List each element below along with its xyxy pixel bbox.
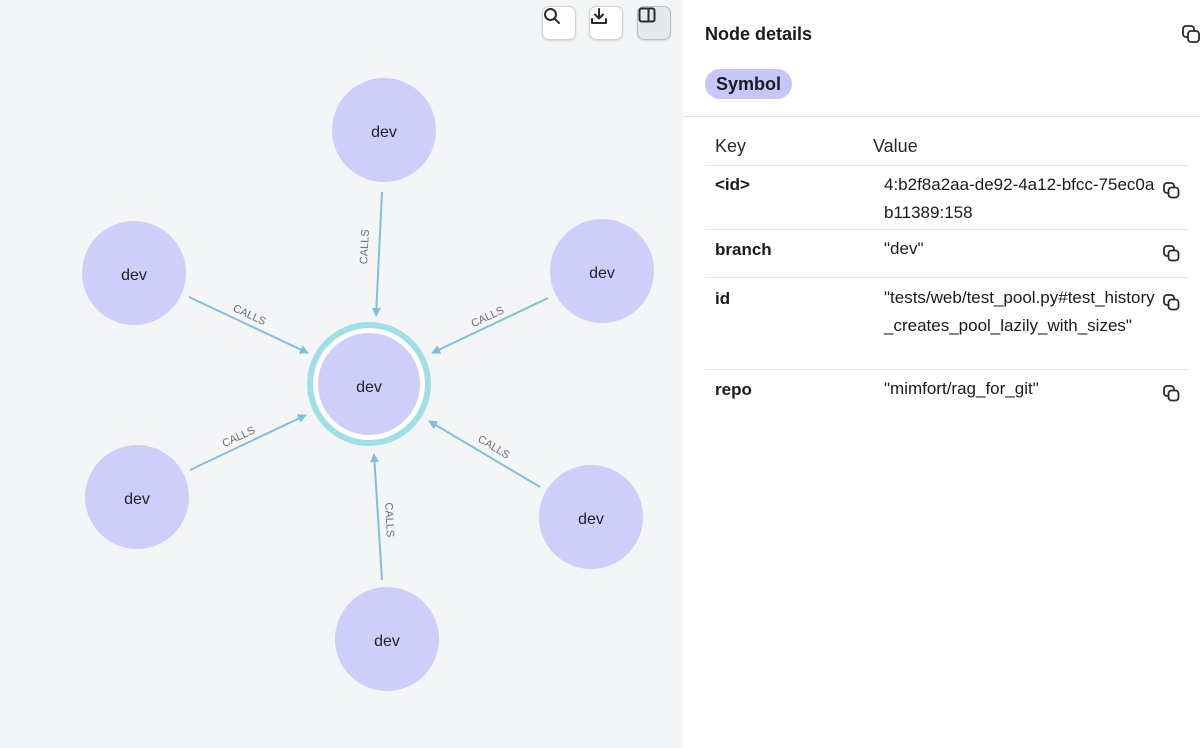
graph-svg[interactable]: CALLS CALLS CALLS CALLS CALLS CALLS dev bbox=[0, 0, 683, 748]
edge[interactable]: CALLS bbox=[188, 296, 309, 354]
copy-icon[interactable] bbox=[1162, 293, 1182, 313]
selected-node-circle[interactable] bbox=[318, 333, 420, 435]
property-key: <id> bbox=[715, 175, 750, 194]
property-key: id bbox=[715, 289, 731, 308]
property-value: "dev" bbox=[884, 239, 924, 258]
property-value: "mimfort/rag_for_git" bbox=[884, 379, 1039, 398]
edge[interactable]: CALLS bbox=[370, 453, 396, 581]
selected-node[interactable]: dev bbox=[307, 322, 431, 446]
property-key: repo bbox=[715, 380, 752, 399]
graph-node[interactable]: dev bbox=[85, 445, 189, 549]
edge[interactable]: CALLS bbox=[428, 420, 541, 488]
graph-node-label: dev bbox=[371, 124, 397, 141]
property-value: 4:b2f8a2aa-de92-4a12-bfcc-75ec0ab11389:1… bbox=[884, 175, 1155, 222]
row-divider bbox=[705, 165, 1189, 166]
copy-icon bbox=[1182, 25, 1200, 43]
edge-label: CALLS bbox=[358, 229, 372, 264]
edge[interactable]: CALLS bbox=[358, 191, 383, 317]
copy-icon[interactable] bbox=[1162, 181, 1182, 201]
search-button[interactable] bbox=[542, 6, 576, 40]
row-divider bbox=[705, 369, 1189, 370]
edge[interactable]: CALLS bbox=[189, 414, 307, 471]
panel-divider bbox=[683, 116, 1200, 117]
graph-node-label: dev bbox=[578, 511, 604, 528]
graph-node[interactable]: dev bbox=[332, 78, 436, 182]
key-column-header: Key bbox=[715, 136, 747, 156]
property-value: "tests/web/test_pool.py#test_history_cre… bbox=[884, 288, 1155, 335]
graph-node-circle[interactable] bbox=[550, 219, 654, 323]
edge-label: CALLS bbox=[476, 433, 512, 461]
edge-line[interactable] bbox=[370, 453, 383, 581]
graph-node-circle[interactable] bbox=[539, 465, 643, 569]
download-icon bbox=[591, 8, 607, 24]
edge-line[interactable] bbox=[431, 297, 549, 354]
property-key: branch bbox=[715, 240, 772, 259]
search-icon bbox=[544, 8, 560, 24]
edge-line[interactable] bbox=[371, 191, 383, 317]
graph-node-circle[interactable] bbox=[85, 445, 189, 549]
node-details-panel: Node details Symbol Key Value <id> 4:b2f… bbox=[683, 0, 1200, 748]
selected-node-label: dev bbox=[356, 379, 382, 396]
copy-icon[interactable] bbox=[1162, 244, 1182, 264]
toggle-panel-button[interactable] bbox=[637, 6, 671, 40]
graph-node-circle[interactable] bbox=[332, 78, 436, 182]
edge-line[interactable] bbox=[189, 414, 307, 471]
node-label-chip[interactable]: Symbol bbox=[705, 69, 793, 99]
graph-node-label: dev bbox=[589, 265, 615, 282]
panel-toggle-icon bbox=[638, 7, 656, 23]
graph-node[interactable]: dev bbox=[335, 587, 439, 691]
graph-node-label: dev bbox=[124, 491, 150, 508]
graph-node[interactable]: dev bbox=[550, 219, 654, 323]
graph-node-circle[interactable] bbox=[335, 587, 439, 691]
row-divider bbox=[705, 229, 1189, 230]
copy-icon[interactable] bbox=[1162, 384, 1182, 404]
graph-node-label: dev bbox=[374, 633, 400, 650]
row-divider bbox=[705, 277, 1189, 278]
edge-line[interactable] bbox=[428, 420, 541, 488]
copy-all-button[interactable] bbox=[1181, 24, 1200, 49]
graph-node[interactable]: dev bbox=[82, 221, 186, 325]
edge-label: CALLS bbox=[382, 502, 396, 537]
graph-node[interactable]: dev bbox=[539, 465, 643, 569]
value-column-header: Value bbox=[873, 136, 918, 156]
edge[interactable]: CALLS bbox=[431, 297, 549, 354]
graph-canvas[interactable]: CALLS CALLS CALLS CALLS CALLS CALLS dev bbox=[0, 0, 683, 748]
edge-label: CALLS bbox=[231, 302, 268, 328]
graph-node-label: dev bbox=[121, 267, 147, 284]
panel-title: Node details bbox=[705, 24, 813, 44]
edge-line[interactable] bbox=[188, 296, 309, 354]
download-button[interactable] bbox=[589, 6, 623, 40]
graph-node-circle[interactable] bbox=[82, 221, 186, 325]
